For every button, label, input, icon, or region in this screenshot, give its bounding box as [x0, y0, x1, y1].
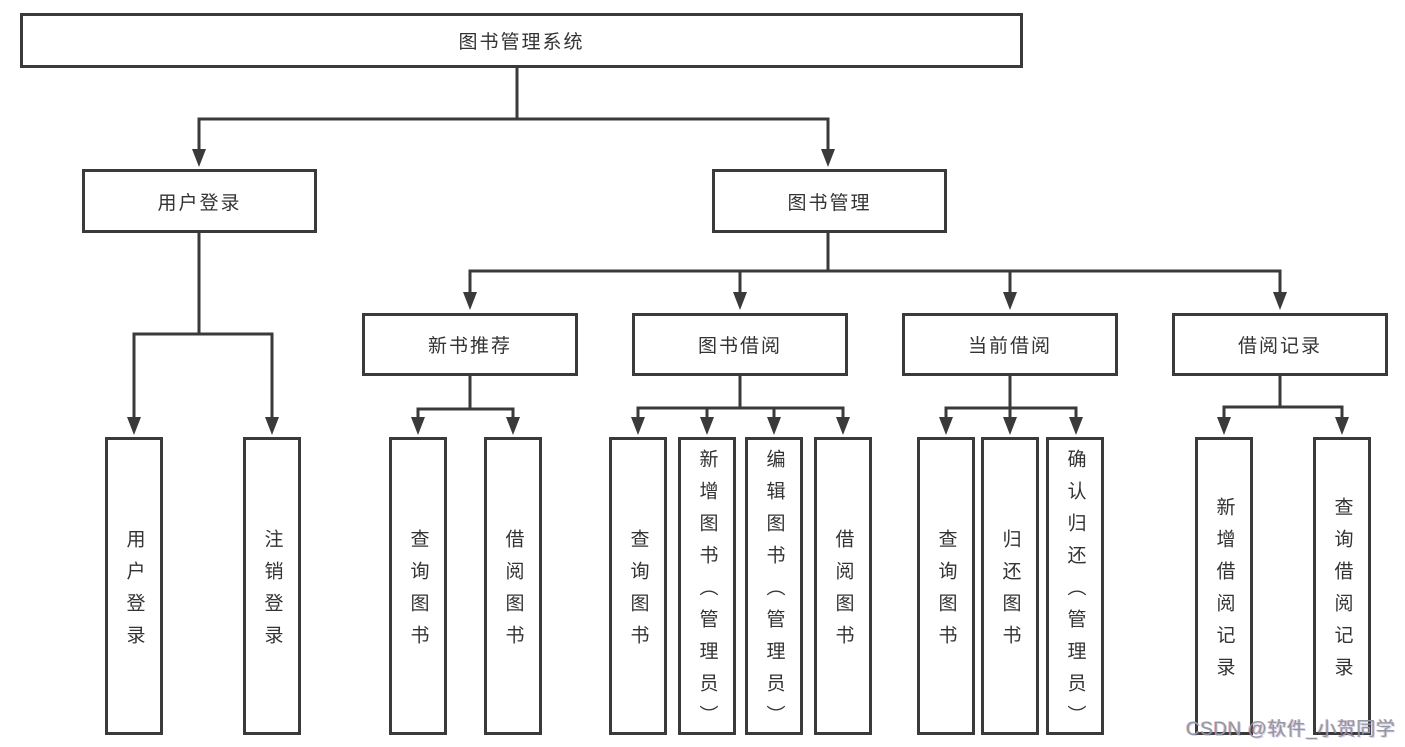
leaf-logout: 注销登录 — [243, 437, 301, 735]
node-label: 归还图书 — [999, 528, 1021, 657]
leaf-add-borrow-record: 新增借阅记录 — [1195, 437, 1253, 735]
leaf-return-book: 归还图书 — [981, 437, 1039, 735]
node-library-management-system: 图书管理系统 — [20, 13, 1023, 68]
node-label: 查询图书 — [627, 528, 649, 657]
node-label: 借阅记录 — [1237, 336, 1322, 357]
arrowhead-icons — [127, 149, 1349, 435]
node-book-borrowing: 图书借阅 — [632, 313, 848, 376]
node-label: 用户登录 — [157, 192, 242, 214]
node-current-borrowing: 当前借阅 — [902, 313, 1118, 376]
leaf-user-login: 用户登录 — [105, 437, 163, 735]
node-label: 用户登录 — [123, 528, 145, 657]
leaf-add-book-admin: 新增图书（管理员） — [678, 437, 736, 737]
leaf-edit-book-admin: 编辑图书（管理员） — [745, 437, 803, 737]
node-label: 借阅图书 — [832, 528, 854, 657]
node-label: 查询图书 — [935, 528, 957, 657]
node-label: 图书管理 — [787, 192, 872, 214]
node-new-book-recommend: 新书推荐 — [362, 313, 578, 376]
leaf-borrow-book-borrowing: 借阅图书 — [814, 437, 872, 735]
node-label: 编辑图书（管理员） — [763, 448, 785, 737]
node-label: 注销登录 — [261, 528, 283, 657]
leaf-query-book-borrowing: 查询图书 — [609, 437, 667, 735]
node-label: 新书推荐 — [427, 336, 512, 357]
node-user-login: 用户登录 — [82, 169, 317, 233]
node-label: 确认归还（管理员） — [1064, 448, 1086, 737]
node-label: 图书借阅 — [697, 336, 782, 357]
node-label: 借阅图书 — [502, 528, 524, 657]
leaf-confirm-return-admin: 确认归还（管理员） — [1046, 437, 1104, 737]
leaf-query-book-recommend: 查询图书 — [389, 437, 447, 735]
leaf-borrow-book-recommend: 借阅图书 — [484, 437, 542, 735]
node-label: 查询图书 — [407, 528, 429, 657]
node-label: 查询借阅记录 — [1331, 496, 1353, 689]
node-label: 当前借阅 — [967, 336, 1052, 357]
leaf-query-borrow-record: 查询借阅记录 — [1313, 437, 1371, 735]
node-borrowing-records: 借阅记录 — [1172, 313, 1388, 376]
node-label: 新增借阅记录 — [1213, 496, 1235, 689]
csdn-watermark: CSDN @软件_小贺同学 — [1186, 719, 1396, 740]
node-label: 图书管理系统 — [458, 32, 585, 53]
node-label: 新增图书（管理员） — [696, 448, 718, 737]
node-book-management: 图书管理 — [712, 169, 947, 233]
leaf-query-book-current: 查询图书 — [917, 437, 975, 735]
